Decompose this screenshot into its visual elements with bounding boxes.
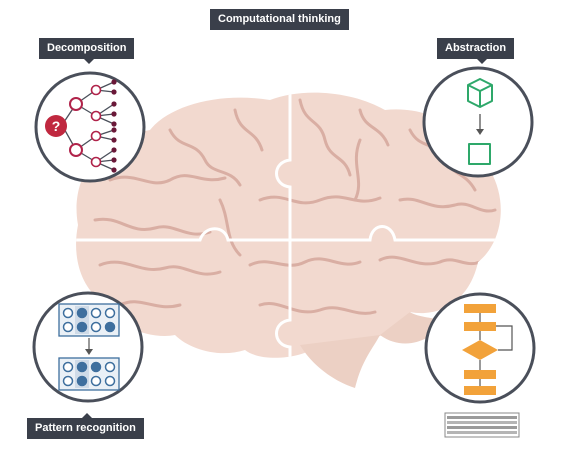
page-title: Computational thinking [210, 9, 349, 30]
dot-grid-pattern-icon [32, 291, 144, 403]
cube-to-square-icon [422, 66, 534, 178]
svg-text:?: ? [52, 118, 61, 134]
decomposition-tree-icon: ? [34, 71, 146, 183]
abstraction-label-text: Abstraction [445, 42, 507, 54]
label-pointer [477, 59, 487, 64]
flowchart-icon [424, 292, 536, 404]
stacked-lines-icon [444, 412, 520, 438]
pattern-recognition-label-text: Pattern recognition [35, 422, 136, 434]
decomposition-label-text: Decomposition [47, 42, 127, 54]
abstraction-label: Abstraction [437, 38, 515, 64]
pattern-recognition-label: Pattern recognition [27, 413, 144, 439]
label-pointer [82, 413, 92, 418]
question-mark-icon: ? [45, 115, 67, 137]
decomposition-label: Decomposition [39, 38, 135, 64]
label-pointer [84, 59, 94, 64]
